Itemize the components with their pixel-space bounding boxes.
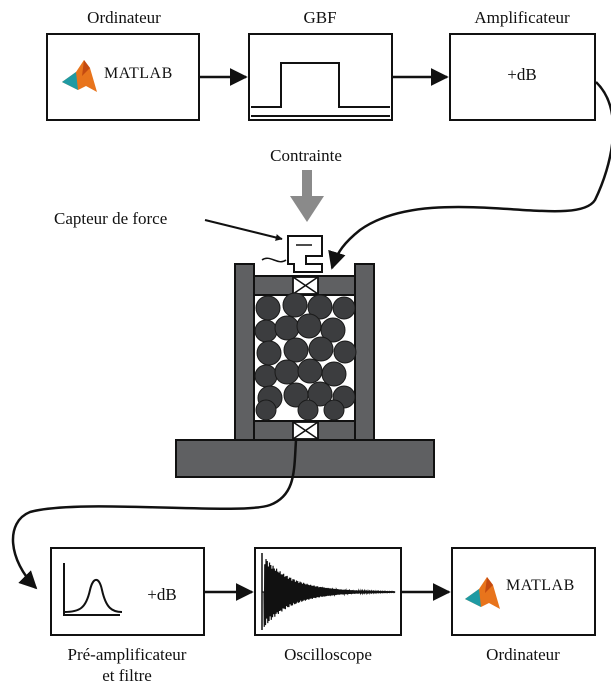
amplifier-box (449, 33, 596, 121)
cable-amplifier-to-actuator (328, 81, 611, 270)
preamp-gain: +dB (147, 585, 176, 604)
force-sensor-icon (261, 235, 323, 273)
matlab-logo-icon-bottom (465, 577, 500, 609)
force-sensor-label: Capteur de force (54, 209, 167, 228)
preamp-box (50, 547, 205, 636)
computer-top-label: Ordinateur (87, 8, 161, 27)
top-transducer-icon (292, 276, 319, 295)
amplifier-label: Amplificateur (474, 8, 570, 27)
square-pulse-icon (251, 62, 390, 108)
gbf-box (248, 33, 393, 121)
matlab-logo-icon (62, 60, 97, 92)
gbf-label: GBF (303, 8, 336, 27)
base-plate (175, 439, 435, 478)
computer-bottom-label: Ordinateur (486, 645, 560, 664)
granular-beads (254, 292, 357, 421)
matlab-wordmark-top: MATLAB (104, 65, 173, 82)
preamp-label-line2: et filtre (102, 666, 152, 685)
decaying-signal-icon (263, 559, 396, 627)
bottom-transducer-icon (292, 421, 319, 440)
constraint-label: Contrainte (270, 146, 342, 165)
matlab-wordmark-bottom: MATLAB (506, 577, 575, 594)
constraint-arrow (290, 170, 324, 222)
cable-sensor-to-preamp (11, 439, 298, 590)
arrow-to-force-sensor (204, 219, 283, 241)
preamp-label-line1: Pré-amplificateur (68, 645, 187, 664)
cell-right-wall (354, 263, 375, 441)
gaussian-peak-icon (63, 563, 123, 616)
cell-left-wall (234, 263, 255, 441)
oscilloscope-label: Oscilloscope (284, 645, 372, 664)
amplifier-gain: +dB (507, 65, 536, 84)
